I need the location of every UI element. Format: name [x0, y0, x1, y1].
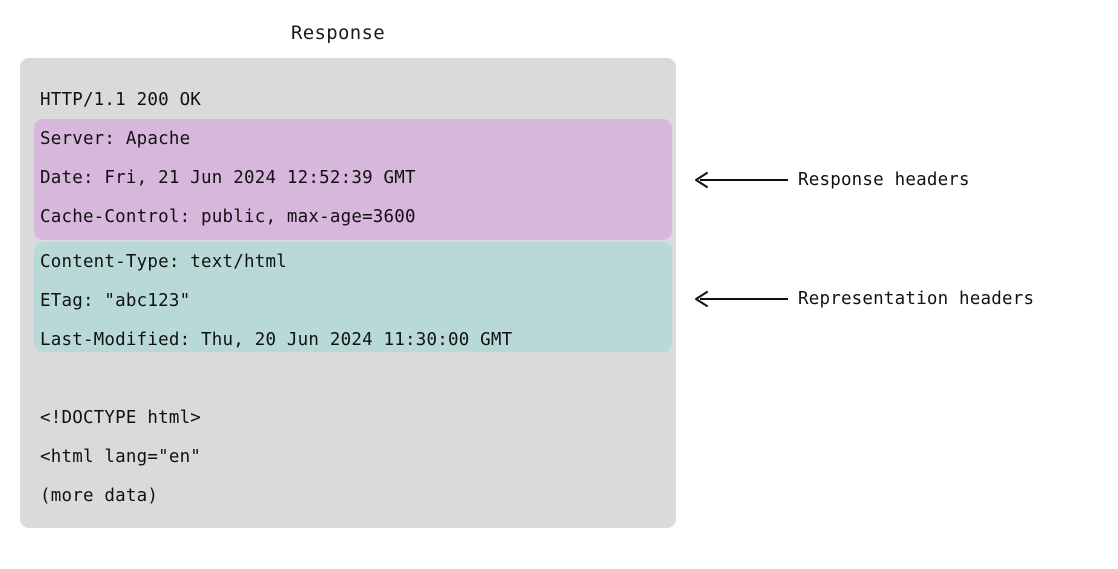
page-title: Response: [291, 22, 385, 44]
header-line-date: Date: Fri, 21 Jun 2024 12:52:39 GMT: [40, 168, 416, 188]
annotation-label-representation-headers: Representation headers: [798, 289, 1035, 309]
http-response-panel: HTTP/1.1 200 OK Server: Apache Date: Fri…: [20, 58, 676, 528]
header-line-content-type: Content-Type: text/html: [40, 252, 287, 272]
body-line-doctype: <!DOCTYPE html>: [40, 408, 202, 428]
annotation-label-response-headers: Response headers: [798, 170, 970, 190]
body-line-more-data: (more data): [40, 486, 159, 506]
response-headers-highlight: [34, 119, 672, 240]
header-line-cache-control: Cache-Control: public, max-age=3600: [40, 207, 416, 227]
header-line-server: Server: Apache: [40, 129, 191, 149]
annotation-representation-headers: Representation headers: [692, 285, 1034, 313]
left-arrow-icon: [695, 291, 788, 307]
header-line-etag: ETag: "abc123": [40, 291, 191, 311]
annotation-response-headers: Response headers: [692, 166, 970, 194]
left-arrow-icon: [695, 172, 788, 188]
representation-headers-highlight: [34, 242, 672, 352]
header-line-last-modified: Last-Modified: Thu, 20 Jun 2024 11:30:00…: [40, 330, 513, 350]
status-line: HTTP/1.1 200 OK: [40, 90, 202, 110]
body-line-html-open: <html lang="en": [40, 447, 202, 467]
